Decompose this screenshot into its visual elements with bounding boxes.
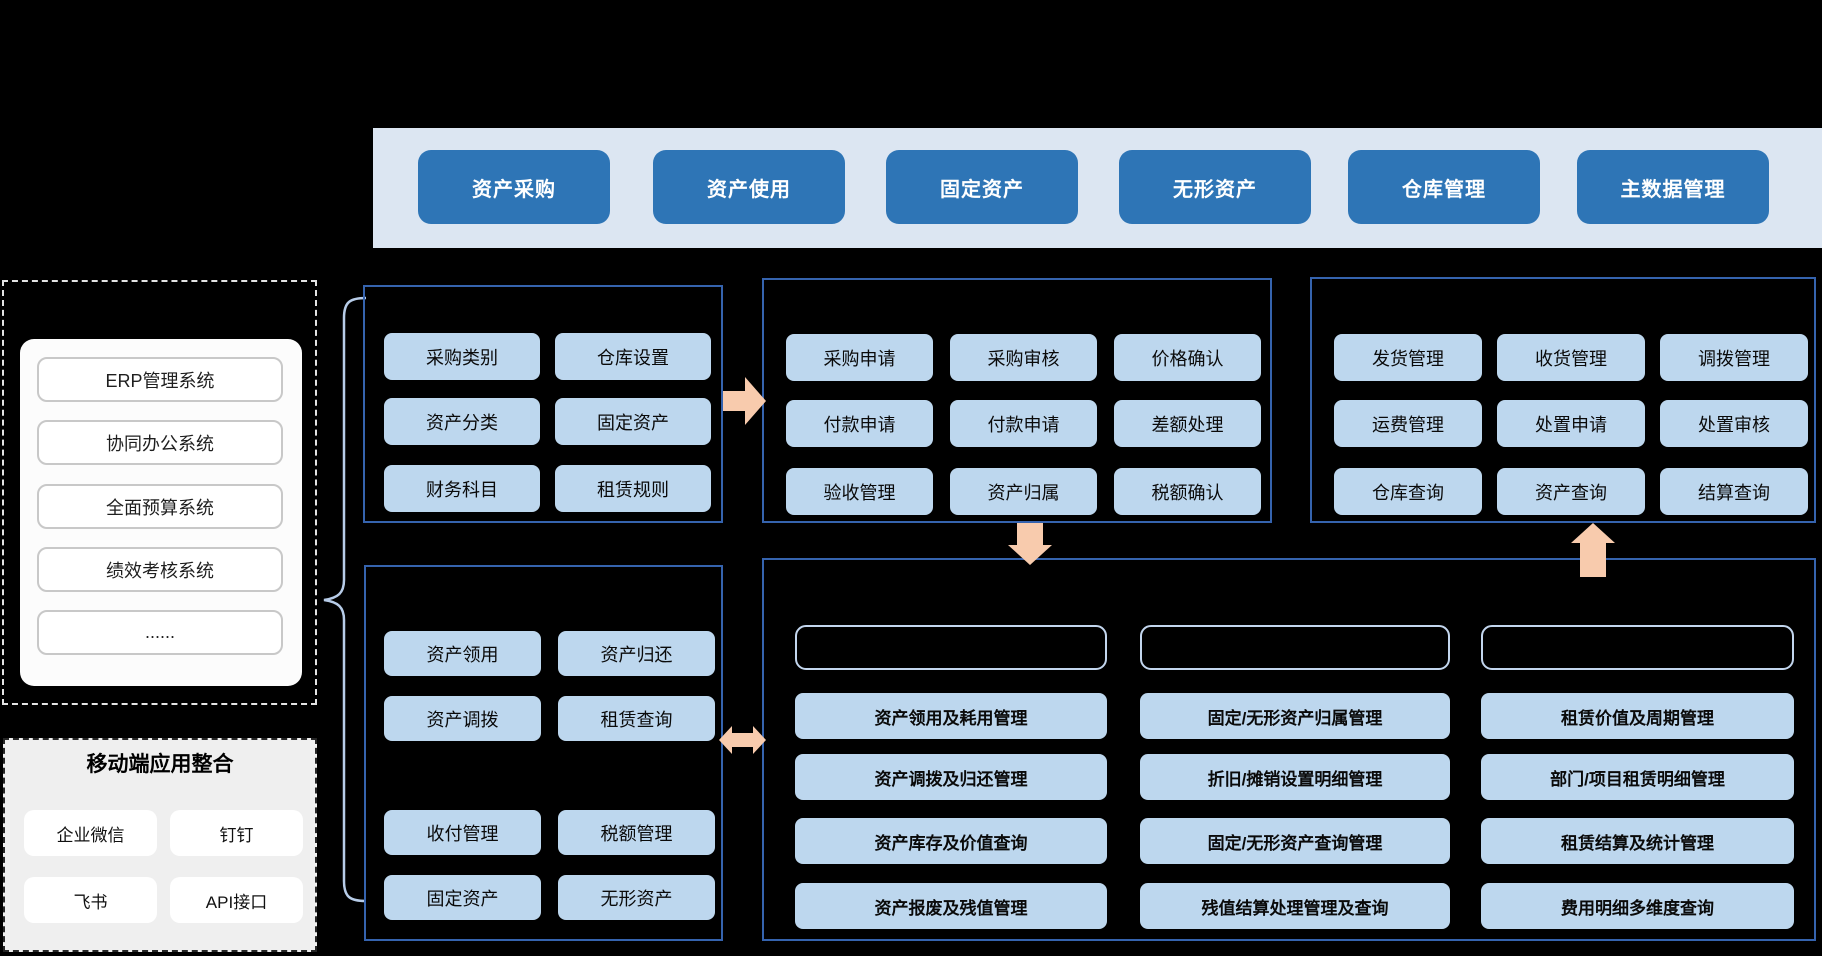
detail-item: 部门/项目租赁明细管理 <box>1481 754 1794 800</box>
mobile-integration-panel: 移动端应用整合 企业微信 钉钉 飞书 API接口 <box>3 738 317 952</box>
procurement-item: 采购申请 <box>786 334 933 381</box>
config-item: 财务科目 <box>384 465 540 512</box>
detail-box: 资产领用及耗用管理 资产调拨及归还管理 资产库存及价值查询 资产报废及残值管理 … <box>762 558 1816 941</box>
procurement-item: 采购审核 <box>950 334 1097 381</box>
detail-column-header <box>1140 625 1450 670</box>
procurement-item: 验收管理 <box>786 468 933 515</box>
external-system-erp: ERP管理系统 <box>37 357 283 402</box>
mobile-integration-title: 移动端应用整合 <box>86 753 234 776</box>
warehouse-item: 发货管理 <box>1334 334 1482 381</box>
detail-item: 租赁价值及周期管理 <box>1481 693 1794 739</box>
warehouse-item: 运费管理 <box>1334 400 1482 447</box>
warehouse-item: 处置审核 <box>1660 400 1808 447</box>
top-module-band: 资产采购 资产使用 固定资产 无形资产 仓库管理 主数据管理 <box>373 128 1822 248</box>
external-system-performance: 绩效考核系统 <box>37 547 283 592</box>
config-item: 仓库设置 <box>555 333 711 380</box>
module-intangible-assets: 无形资产 <box>1119 150 1311 224</box>
module-asset-usage: 资产使用 <box>653 150 845 224</box>
base-config-box: 采购类别 仓库设置 资产分类 固定资产 财务科目 租赁规则 <box>363 285 723 523</box>
usage-item: 资产归还 <box>558 631 715 676</box>
config-item: 固定资产 <box>555 398 711 445</box>
usage-item: 租赁查询 <box>558 696 715 741</box>
detail-item: 费用明细多维度查询 <box>1481 883 1794 929</box>
external-system-oa: 协同办公系统 <box>37 420 283 465</box>
module-warehouse-mgmt: 仓库管理 <box>1348 150 1540 224</box>
procurement-item: 资产归属 <box>950 468 1097 515</box>
procurement-item: 付款申请 <box>786 400 933 447</box>
warehouse-item: 结算查询 <box>1660 468 1808 515</box>
warehouse-item: 仓库查询 <box>1334 468 1482 515</box>
usage-item: 资产领用 <box>384 631 541 676</box>
detail-item: 固定/无形资产归属管理 <box>1140 693 1450 739</box>
config-item: 租赁规则 <box>555 465 711 512</box>
usage-item: 收付管理 <box>384 810 541 855</box>
detail-item: 资产库存及价值查询 <box>795 818 1107 864</box>
detail-item: 资产调拨及归还管理 <box>795 754 1107 800</box>
procurement-item: 付款申请 <box>950 400 1097 447</box>
brace-connector <box>323 296 367 903</box>
procurement-item: 税额确认 <box>1114 468 1261 515</box>
config-item: 资产分类 <box>384 398 540 445</box>
procurement-box: 采购申请 采购审核 价格确认 付款申请 付款申请 差额处理 验收管理 资产归属 … <box>762 278 1272 523</box>
usage-item: 资产调拨 <box>384 696 541 741</box>
usage-item: 无形资产 <box>558 875 715 920</box>
arrow-double-icon <box>719 726 766 754</box>
detail-item: 固定/无形资产查询管理 <box>1140 818 1450 864</box>
detail-item: 资产报废及残值管理 <box>795 883 1107 929</box>
asset-usage-box: 资产领用 资产归还 资产调拨 租赁查询 收付管理 税额管理 固定资产 无形资产 <box>364 565 723 941</box>
mobile-app-dingtalk: 钉钉 <box>170 810 303 856</box>
module-master-data: 主数据管理 <box>1577 150 1769 224</box>
module-fixed-assets: 固定资产 <box>886 150 1078 224</box>
procurement-item: 价格确认 <box>1114 334 1261 381</box>
detail-column-header <box>1481 625 1794 670</box>
external-system-ellipsis: ...... <box>37 610 283 655</box>
warehouse-item: 资产查询 <box>1497 468 1645 515</box>
warehouse-item: 处置申请 <box>1497 400 1645 447</box>
warehouse-item: 调拨管理 <box>1660 334 1808 381</box>
mobile-app-api: API接口 <box>170 877 303 923</box>
warehouse-item: 收货管理 <box>1497 334 1645 381</box>
usage-item: 税额管理 <box>558 810 715 855</box>
arrow-right-icon <box>723 377 766 425</box>
warehouse-box: 发货管理 收货管理 调拨管理 运费管理 处置申请 处置审核 仓库查询 资产查询 … <box>1310 277 1816 523</box>
detail-item: 折旧/摊销设置明细管理 <box>1140 754 1450 800</box>
detail-item: 资产领用及耗用管理 <box>795 693 1107 739</box>
mobile-app-feishu: 飞书 <box>24 877 157 923</box>
mobile-app-wecom: 企业微信 <box>24 810 157 856</box>
external-systems-container: ERP管理系统 协同办公系统 全面预算系统 绩效考核系统 ...... <box>20 339 302 686</box>
procurement-item: 差额处理 <box>1114 400 1261 447</box>
external-system-budget: 全面预算系统 <box>37 484 283 529</box>
detail-column-header <box>795 625 1107 670</box>
external-systems-panel: ERP管理系统 协同办公系统 全面预算系统 绩效考核系统 ...... <box>2 280 317 705</box>
config-item: 采购类别 <box>384 333 540 380</box>
detail-item: 残值结算处理管理及查询 <box>1140 883 1450 929</box>
usage-item: 固定资产 <box>384 875 541 920</box>
module-asset-purchase: 资产采购 <box>418 150 610 224</box>
detail-item: 租赁结算及统计管理 <box>1481 818 1794 864</box>
